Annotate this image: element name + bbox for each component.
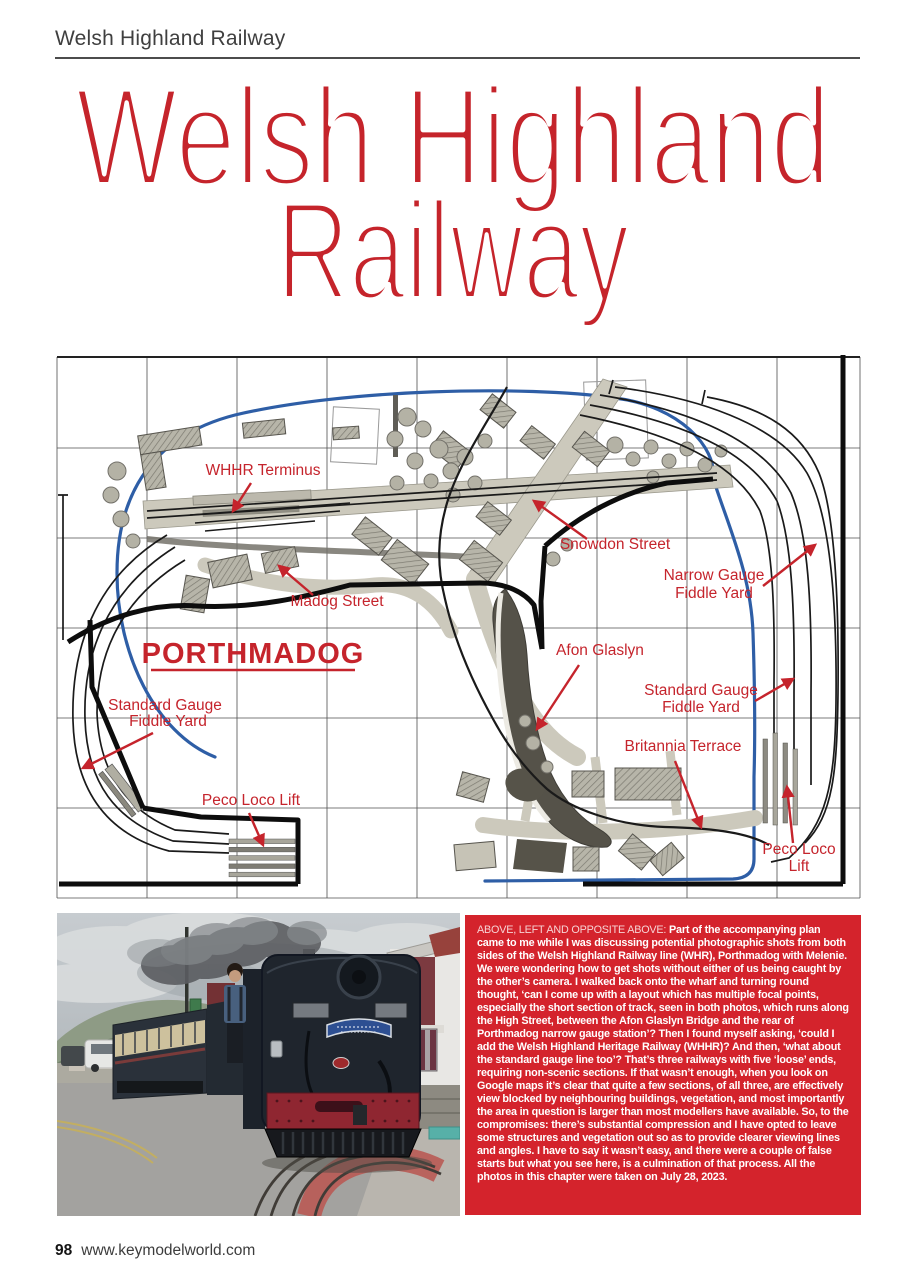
plan-label-peco-loco-lift-left: Peco Loco Lift xyxy=(202,792,301,809)
plan-label-peco-loco-lift-right-line1: Peco Loco xyxy=(762,841,835,858)
double-yellow-lines xyxy=(57,1120,158,1164)
plan-label-madog-street: Madog Street xyxy=(290,593,384,610)
street-photo xyxy=(57,913,460,1216)
caption-box: ABOVE, LEFT AND OPPOSITE ABOVE: Part of … xyxy=(465,915,861,1215)
plan-label-standard-gauge-right-line2: Fiddle Yard xyxy=(662,699,740,716)
header-rule xyxy=(55,57,860,59)
track-plan: WHHR Terminus Snowdon Street Madog Stree… xyxy=(56,355,861,899)
plan-label-standard-gauge-left-line2: Fiddle Yard xyxy=(129,713,207,730)
page-kicker: Welsh Highland Railway xyxy=(55,27,286,50)
peco-loco-lift-sidings-right xyxy=(762,732,798,826)
grille-right xyxy=(374,1002,408,1019)
pier xyxy=(393,395,398,457)
harbour-wall xyxy=(146,536,476,560)
plan-label-britannia-terrace: Britannia Terrace xyxy=(625,738,742,755)
siding-diagonal-left xyxy=(98,763,146,818)
plan-label-afon-glaslyn: Afon Glaslyn xyxy=(556,642,644,659)
number-plate xyxy=(332,1057,350,1069)
plan-label-standard-gauge-left-line1: Standard Gauge xyxy=(108,697,222,714)
plan-label-standard-gauge-right-line1: Standard Gauge xyxy=(644,682,758,699)
caption-lead-in: ABOVE, LEFT AND OPPOSITE ABOVE: xyxy=(477,924,667,936)
smoke-plume xyxy=(127,917,327,985)
footer-page-number: 98 xyxy=(55,1242,73,1259)
annotation-arrows xyxy=(80,482,818,848)
plan-label-snowdon-street: Snowdon Street xyxy=(560,536,671,553)
baseboard-edges xyxy=(59,355,846,887)
driver xyxy=(224,963,246,1063)
caption-body: Part of the accompanying plan came to me… xyxy=(477,924,849,1183)
plan-label-whhr-terminus: WHHR Terminus xyxy=(205,462,320,479)
lamp-post xyxy=(185,927,189,1085)
page-footer: 98 www.keymodelworld.com xyxy=(55,1242,255,1260)
nameplate xyxy=(326,1018,392,1039)
footer-website: www.keymodelworld.com xyxy=(81,1242,256,1259)
grille-left xyxy=(292,1002,330,1019)
masthead-title: Welsh Highland Railway xyxy=(73,80,834,332)
plan-label-peco-loco-lift-right-line2: Lift xyxy=(789,858,810,875)
tracks xyxy=(58,379,839,863)
masthead-line1: Welsh Highland xyxy=(76,80,831,215)
masthead-line2: Railway xyxy=(277,172,630,329)
head-lamp xyxy=(270,1040,283,1058)
locomotive xyxy=(243,954,432,1173)
plan-label-narrow-gauge-line1: Narrow Gauge xyxy=(664,567,765,584)
plan-label-narrow-gauge-line2: Fiddle Yard xyxy=(675,585,753,602)
plan-label-porthmadog: PORTHMADOG xyxy=(142,638,365,670)
